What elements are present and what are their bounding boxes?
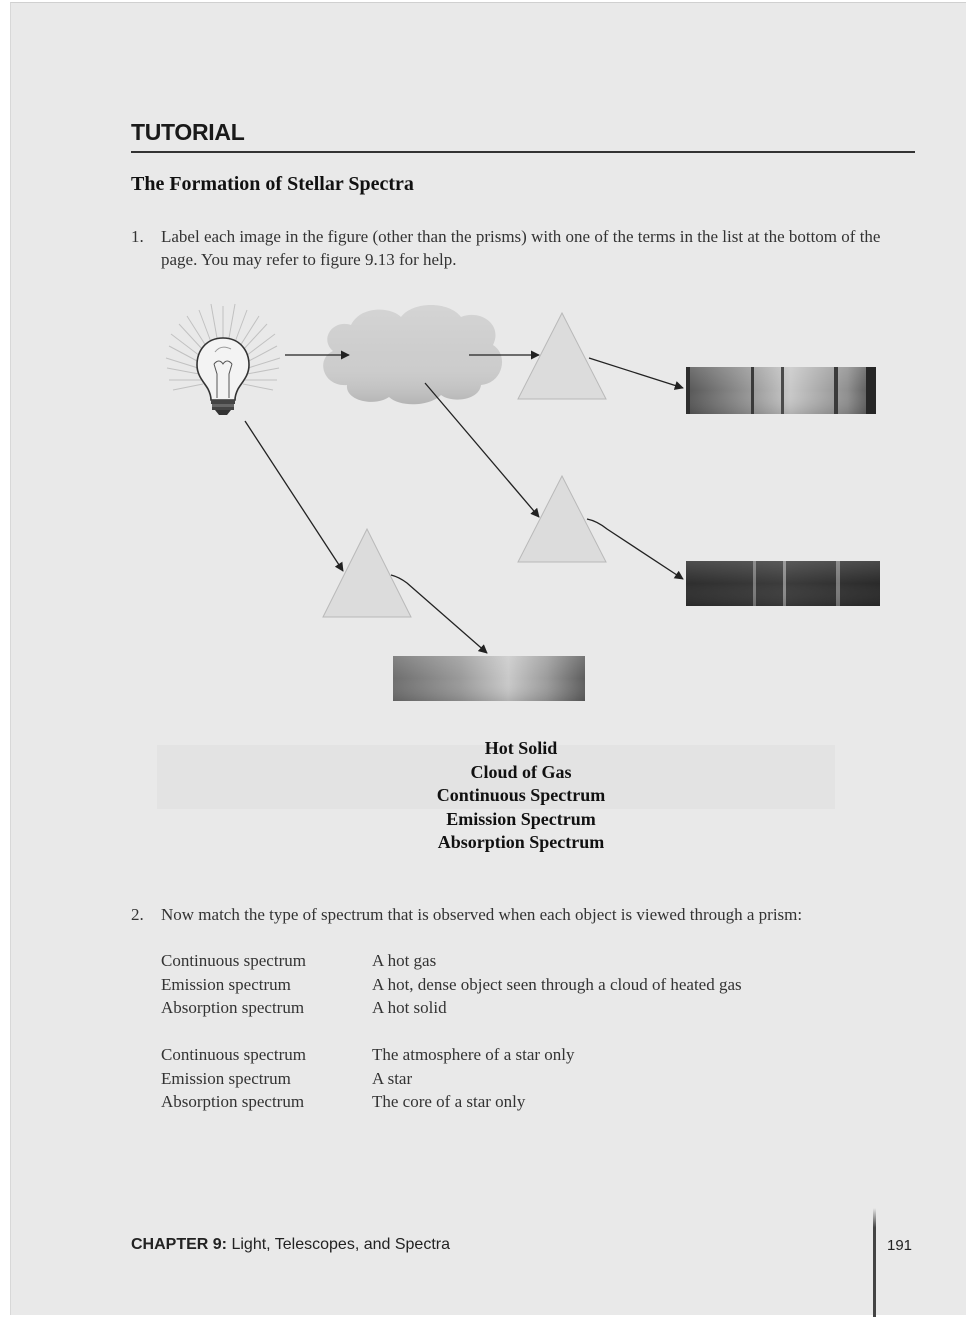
spectra-figure	[165, 303, 880, 701]
footer-divider	[873, 1208, 876, 1317]
section-divider	[131, 151, 915, 153]
textbook-page: TUTORIAL The Formation of Stellar Spectr…	[10, 2, 966, 1317]
spectrum-column: Continuous spectrum Emission spectrum Ab…	[161, 1043, 371, 1114]
gas-cloud-icon	[323, 305, 503, 405]
prism-icon	[322, 527, 412, 618]
arrow	[588, 357, 684, 390]
spectrum-option: Continuous spectrum	[161, 951, 306, 970]
object-column: A hot gas A hot, dense object seen throu…	[372, 949, 862, 1020]
spectrum-option: Continuous spectrum	[161, 1045, 306, 1064]
question-2-text: Now match the type of spectrum that is o…	[161, 905, 803, 924]
spectrum-strip-top	[686, 367, 876, 414]
term-list-background	[157, 745, 835, 809]
object-option: A hot solid	[372, 998, 447, 1017]
section-label: TUTORIAL	[131, 119, 245, 145]
arrow	[244, 420, 344, 572]
prism-icon	[517, 311, 607, 400]
arrow	[424, 382, 540, 518]
question-2: 2. Now match the type of spectrum that i…	[131, 903, 921, 926]
term-absorption-spectrum: Absorption Spectrum	[437, 832, 605, 852]
spectrum-strip-middle	[686, 561, 880, 606]
object-option: The atmosphere of a star only	[372, 1045, 575, 1064]
chapter-footer: CHAPTER 9: Light, Telescopes, and Spectr…	[131, 1236, 450, 1254]
question-2-number: 2.	[131, 905, 144, 924]
question-1: 1. Label each image in the figure (other…	[131, 225, 921, 271]
chapter-label: CHAPTER 9:	[131, 1236, 228, 1253]
spectrum-option: Emission spectrum	[161, 1068, 291, 1088]
object-column: The atmosphere of a star only A star The…	[372, 1043, 862, 1114]
object-option: The core of a star only	[372, 1092, 526, 1111]
page-number: 191	[887, 1237, 913, 1254]
question-1-number: 1.	[131, 227, 144, 246]
question-1-text: Label each image in the figure (other th…	[161, 227, 881, 269]
chapter-title: Light, Telescopes, and Spectra	[231, 1236, 450, 1253]
spectrum-option: Absorption spectrum	[161, 998, 305, 1017]
spectrum-option: Emission spectrum	[161, 974, 291, 994]
term-emission-spectrum: Emission Spectrum	[446, 808, 596, 829]
term-list: Hot Solid Cloud of Gas Continuous Spectr…	[321, 737, 721, 855]
spectrum-column: Continuous spectrum Emission spectrum Ab…	[161, 949, 371, 1020]
tutorial-title: The Formation of Stellar Spectra	[131, 173, 414, 195]
term-cloud-of-gas: Cloud of Gas	[470, 761, 572, 782]
object-option: A hot, dense object seen through a cloud…	[372, 974, 742, 994]
light-bulb-icon	[165, 303, 281, 415]
prism-icon	[517, 474, 607, 563]
object-option: A star	[372, 1068, 413, 1088]
term-continuous-spectrum: Continuous Spectrum	[436, 785, 606, 805]
spectrum-strip-bottom	[393, 656, 585, 701]
spectrum-option: Absorption spectrum	[161, 1092, 305, 1111]
object-option: A hot gas	[372, 951, 437, 970]
arrow	[586, 518, 684, 580]
term-hot-solid: Hot Solid	[484, 738, 558, 758]
arrow	[390, 574, 488, 654]
